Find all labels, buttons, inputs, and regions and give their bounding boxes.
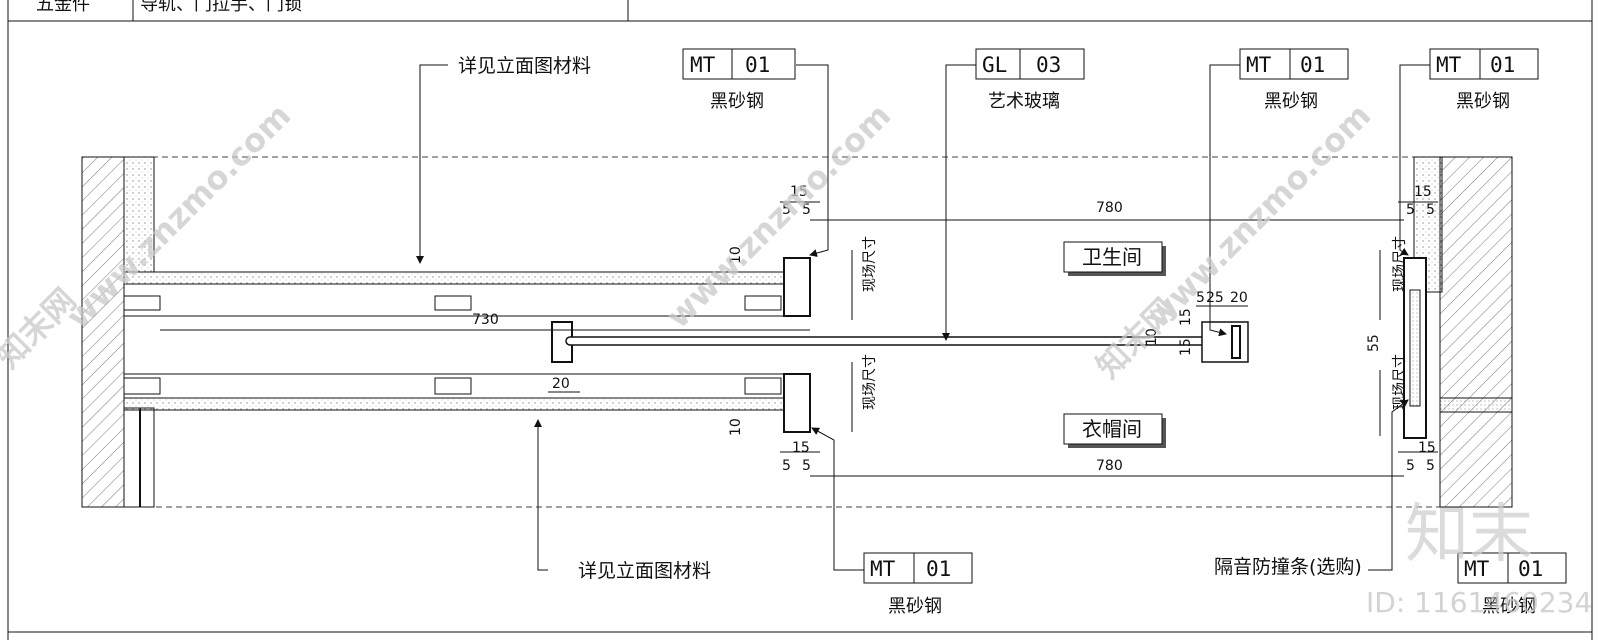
tag-number: 01 (745, 53, 770, 77)
dim-site-top: 现场尺寸 (862, 236, 878, 292)
dimension-lines (160, 201, 1438, 477)
tag-material-name: 黑砂钢 (888, 596, 942, 617)
dim-5-top-left-a: 5 (782, 202, 791, 218)
dim-15-top-right: 15 (1414, 184, 1432, 200)
tag-code: MT (870, 557, 896, 581)
dim-5-bottom-right-a: 5 (1406, 458, 1415, 474)
material-tag-6: MT 01 黑砂钢 (1457, 552, 1567, 617)
dim-20-stop: 20 (1230, 290, 1248, 306)
dim-5-top-right-a: 5 (1406, 202, 1415, 218)
dim-15-bottom-left: 15 (792, 440, 810, 456)
watermark-id: ID: 1161460234 (1366, 586, 1592, 619)
tag-code: MT (1246, 53, 1272, 77)
dim-5-stop: 5 (1196, 290, 1205, 306)
note-top-left: 详见立面图材料 (458, 55, 591, 77)
tag-number: 01 (1300, 53, 1325, 77)
tag-material-name: 黑砂钢 (1482, 596, 1536, 617)
left-wall (81, 156, 155, 508)
dim-15-bottom-right: 15 (1418, 440, 1436, 456)
note-acoustic-strip: 隔音防撞条(选购) (1214, 556, 1362, 578)
dim-25-stop: 25 (1206, 290, 1224, 306)
watermark-site-3: www.znzmo.com (1139, 96, 1378, 335)
header-label: 五金件 (36, 0, 90, 15)
tag-number: 01 (1518, 557, 1543, 581)
tag-number: 01 (1490, 53, 1515, 77)
tag-code: GL (982, 53, 1007, 77)
material-tag-5: MT 01 黑砂钢 (863, 552, 973, 617)
dim-10-bottom: 10 (728, 418, 744, 436)
note-bottom-left: 详见立面图材料 (578, 560, 711, 582)
tag-material-name: 黑砂钢 (710, 91, 764, 112)
room-name: 衣帽间 (1082, 417, 1142, 441)
tag-number: 01 (926, 557, 951, 581)
header-table-row: 五金件 导轨、门拉手、门锁 (7, 0, 1593, 640)
dim-5-bottom-left-b: 5 (802, 458, 811, 474)
dim-5-top-left-b: 5 (802, 202, 811, 218)
dim-55: 55 (1366, 334, 1382, 352)
dim-pocket: 730 (472, 312, 499, 328)
tag-code: MT (1464, 557, 1490, 581)
tag-material-name: 黑砂钢 (1456, 91, 1510, 112)
room-label-top: 卫生间 (1063, 241, 1166, 276)
tag-code: MT (1436, 53, 1462, 77)
leader-lines (416, 64, 1430, 571)
dim-15-glass-bottom: 15 (1178, 338, 1194, 356)
dim-15-glass-top: 15 (1178, 308, 1194, 326)
watermark: www.znzmo.com www.znzmo.com www.znzmo.co… (0, 96, 1592, 619)
dim-5-bottom-left-a: 5 (782, 458, 791, 474)
pocket-wall (123, 257, 811, 433)
dim-top-span: 780 (1096, 200, 1123, 216)
room-label-bottom: 衣帽间 (1063, 413, 1166, 448)
dim-bottom-span: 780 (1096, 458, 1123, 474)
dim-site-right-top: 现场尺寸 (1392, 236, 1408, 292)
material-tag-3: MT 01 黑砂钢 (1239, 48, 1349, 112)
tag-number: 03 (1036, 53, 1061, 77)
watermark-brand-1: 知末网 (0, 281, 84, 376)
dim-5-top-right-b: 5 (1426, 202, 1435, 218)
dim-5-bottom-right-b: 5 (1426, 458, 1435, 474)
dim-10-glass: 10 (1144, 328, 1160, 346)
dim-15-top-left: 15 (790, 184, 808, 200)
material-tag-1: MT 01 黑砂钢 (682, 48, 796, 112)
material-tag-2: GL 03 艺术玻璃 (975, 48, 1085, 112)
dim-site-right-bottom: 现场尺寸 (1392, 354, 1408, 410)
header-value: 导轨、门拉手、门锁 (140, 0, 302, 15)
tag-material-name: 艺术玻璃 (988, 91, 1060, 112)
dim-site-bottom: 现场尺寸 (862, 354, 878, 410)
room-name: 卫生间 (1082, 245, 1142, 269)
glass-door (551, 321, 1249, 363)
dim-10-top: 10 (728, 246, 744, 264)
tag-material-name: 黑砂钢 (1264, 91, 1318, 112)
right-wall (1413, 156, 1513, 508)
tag-code: MT (690, 53, 716, 77)
material-tag-4: MT 01 黑砂钢 (1429, 48, 1539, 112)
watermark-logo: 知末 (1405, 498, 1533, 572)
dim-20-track: 20 (552, 376, 570, 392)
right-jamb (1403, 257, 1427, 439)
